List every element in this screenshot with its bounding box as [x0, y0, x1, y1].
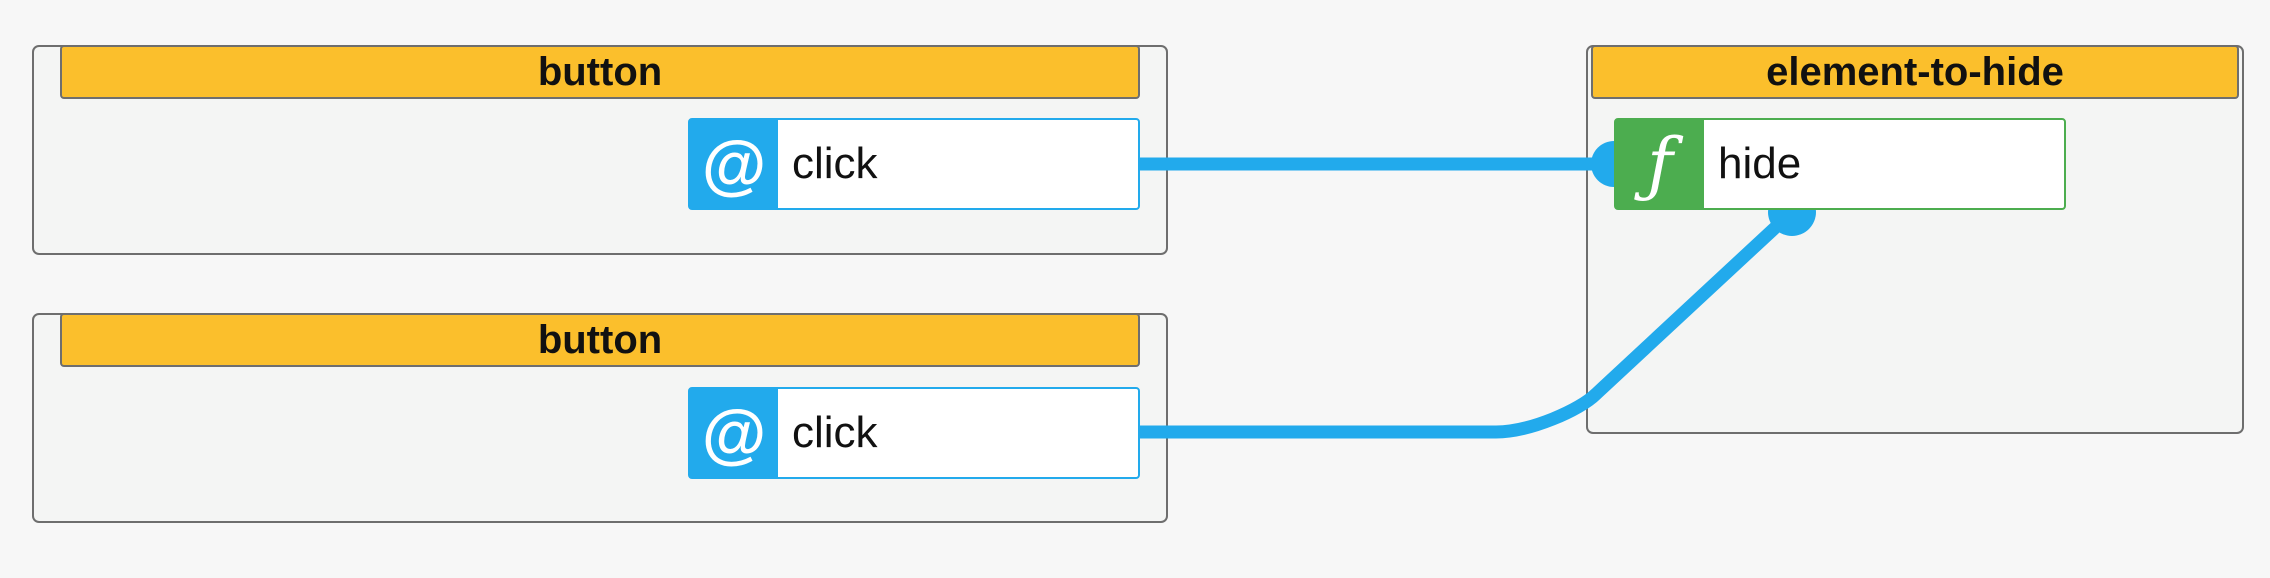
node-title: element-to-hide: [1591, 45, 2239, 99]
click-event-port[interactable]: @ click: [688, 118, 1140, 210]
node-title: button: [60, 45, 1140, 99]
node-element-to-hide[interactable]: [1586, 45, 2244, 434]
hide-method-port[interactable]: ƒ hide: [1614, 118, 2066, 210]
at-icon: @: [690, 389, 778, 477]
port-label: click: [792, 139, 878, 188]
at-icon: @: [690, 120, 778, 208]
port-label: hide: [1718, 139, 1802, 188]
function-icon: ƒ: [1616, 120, 1704, 208]
port-label: click: [792, 408, 878, 457]
click-event-port[interactable]: @ click: [688, 387, 1140, 479]
node-title: button: [60, 313, 1140, 367]
